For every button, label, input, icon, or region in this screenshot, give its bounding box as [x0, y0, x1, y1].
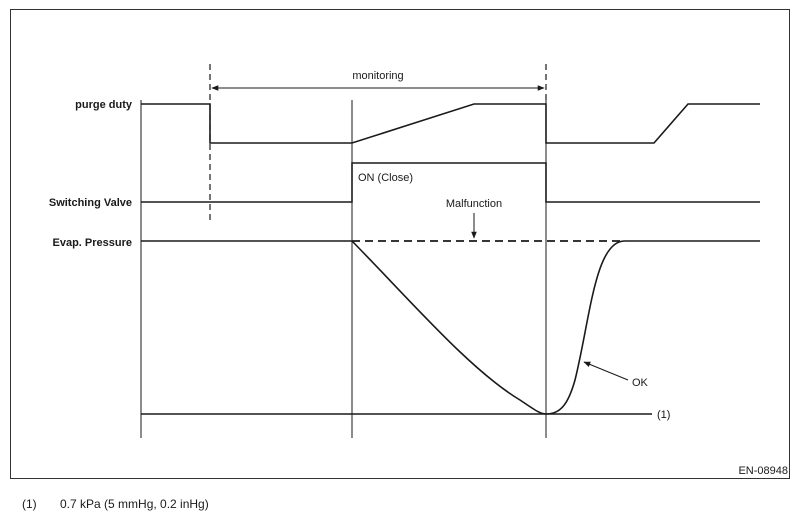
evap-pressure-label: Evap. Pressure	[53, 237, 133, 249]
switching-valve-label: Switching Valve	[49, 197, 132, 209]
footnote: (1) 0.7 kPa (5 mmHg, 0.2 inHg)	[22, 497, 209, 511]
reference-marker-label: (1)	[657, 409, 670, 421]
footnote-text: 0.7 kPa (5 mmHg, 0.2 inHg)	[60, 497, 209, 511]
ok-pressure-curve	[351, 240, 760, 415]
monitoring-label: monitoring	[352, 70, 403, 82]
footnote-label: (1)	[22, 497, 37, 511]
diagram-frame	[10, 9, 790, 479]
ok-label: OK	[632, 377, 649, 389]
purge-duty-label: purge duty	[75, 99, 133, 111]
ok-arrow	[583, 361, 629, 381]
valve-on-label: ON (Close)	[358, 172, 413, 184]
figure-code: EN-08948	[738, 465, 788, 477]
purge-duty-waveform	[141, 103, 760, 144]
switching-valve-waveform	[141, 162, 760, 203]
malfunction-label: Malfunction	[446, 198, 502, 210]
